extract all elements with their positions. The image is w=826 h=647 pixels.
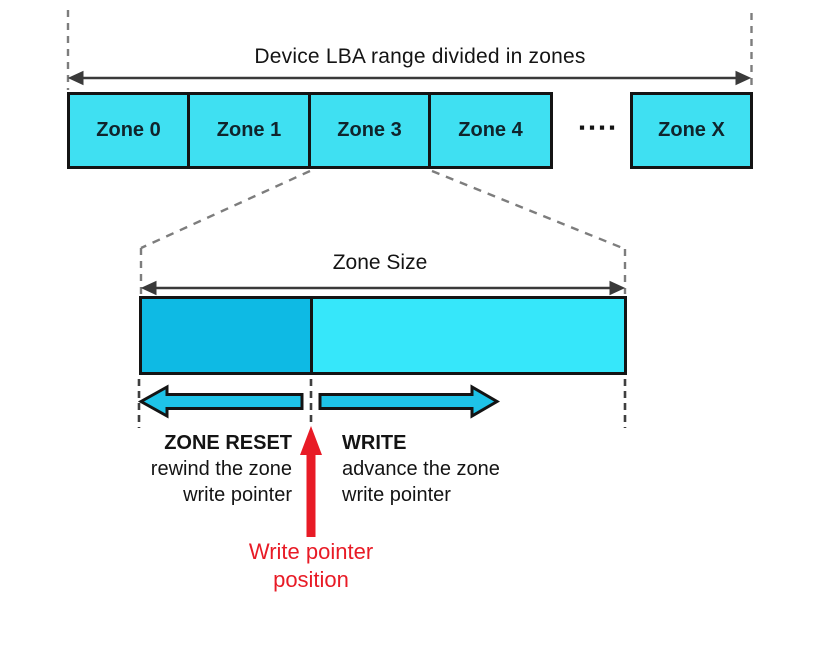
zone-box-label: Zone 1 — [216, 119, 282, 141]
write-desc-line2: write pointer — [342, 484, 451, 506]
zone-box-4: Zone 4 — [428, 92, 553, 169]
zone-box-x: Zone X — [630, 92, 753, 169]
zone-box-0: Zone 0 — [67, 92, 190, 169]
write-pointer-caption: Write pointer position — [191, 538, 431, 594]
zone-reset-arrow — [137, 384, 304, 419]
write-desc-line1: advance the zone — [342, 458, 500, 480]
zoom-guide-right-diagonal — [431, 169, 626, 251]
write-label: WRITE advance the zone write pointer — [342, 430, 500, 508]
zone-reset-title: ZONE RESET — [164, 432, 292, 454]
written-region — [142, 299, 313, 372]
zone-detail-bar — [139, 296, 627, 375]
write-pointer-caption-line1: Write pointer — [248, 539, 374, 564]
zone-box-label: Zone X — [658, 119, 725, 141]
zone-size-arrow — [140, 280, 626, 296]
zone-box-1: Zone 1 — [187, 92, 311, 169]
write-title: WRITE — [342, 432, 407, 454]
zone-reset-desc-line2: write pointer — [183, 484, 292, 506]
unwritten-region — [313, 299, 624, 372]
zone-box-label: Zone 0 — [96, 119, 161, 141]
write-pointer-arrow — [300, 426, 322, 537]
zone-reset-desc-line1: rewind the zone — [150, 458, 292, 480]
zone-box-label: Zone 4 — [458, 119, 523, 141]
zone-reset-label: ZONE RESET rewind the zone write pointer — [151, 430, 292, 508]
write-pointer-caption-line2: position — [273, 567, 349, 592]
zones-ellipsis: ▪▪▪▪ — [578, 118, 620, 137]
zone-size-label: Zone Size — [332, 251, 428, 274]
zone-box-3: Zone 3 — [308, 92, 431, 169]
zoom-guide-left-diagonal — [140, 169, 311, 250]
write-arrow — [318, 384, 500, 419]
diagram-title: Device LBA range divided in zones — [254, 45, 586, 68]
lba-range-arrow — [67, 70, 752, 86]
zone-box-label: Zone 3 — [337, 119, 402, 141]
